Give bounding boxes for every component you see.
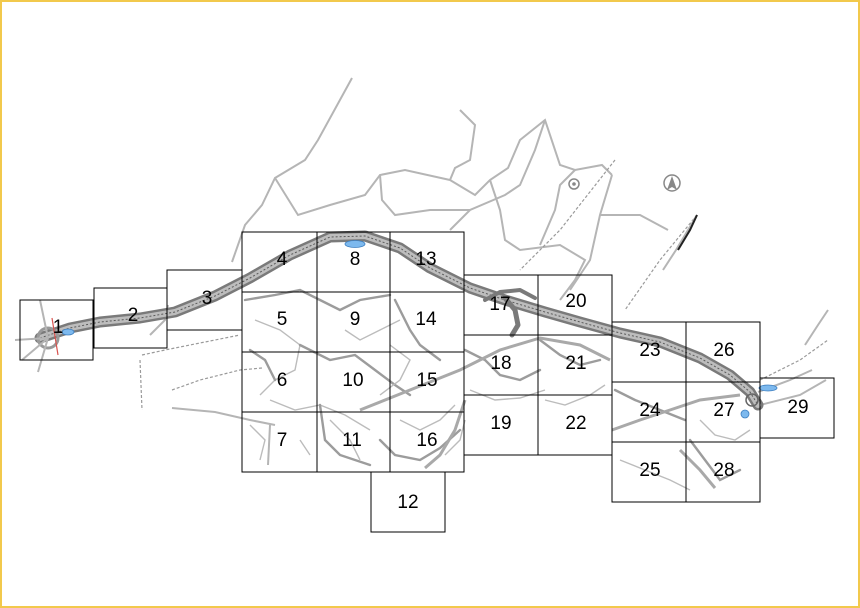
sheet-label: 8: [350, 249, 361, 270]
map-sheet-25[interactable]: 25: [611, 441, 687, 503]
sheet-label: 21: [565, 353, 586, 374]
sheet-label: 4: [277, 249, 288, 270]
roundabout: [745, 393, 759, 407]
sheet-label: 28: [713, 460, 734, 481]
sheet-boundary[interactable]: [685, 441, 761, 503]
map-sheet-15[interactable]: 15: [389, 351, 465, 413]
sheet-label: 11: [342, 430, 362, 451]
sheet-boundary[interactable]: [759, 377, 835, 439]
map-sheet-3[interactable]: 3: [166, 269, 243, 331]
map-sheet-19[interactable]: 19: [463, 394, 539, 456]
sheet-label: 7: [277, 430, 288, 451]
sheet-label: 19: [490, 413, 511, 434]
map-sheet-24[interactable]: 24: [611, 381, 687, 443]
sheet-label: 5: [277, 309, 288, 330]
circle-landmark-icon: [568, 178, 580, 190]
sheet-label: 2: [128, 305, 139, 326]
sheet-label: 6: [277, 370, 288, 391]
sheet-label: 26: [713, 340, 734, 361]
map-sheet-28[interactable]: 28: [685, 441, 761, 503]
sheet-boundary[interactable]: [19, 299, 94, 361]
lake: [740, 409, 750, 419]
map-sheet-12[interactable]: 12: [370, 471, 446, 533]
sheet-label: 24: [639, 400, 661, 421]
map-sheet-4[interactable]: 4: [241, 231, 318, 293]
sheet-label: 29: [787, 397, 808, 418]
sheet-label: 22: [565, 413, 586, 434]
sheet-label: 23: [639, 340, 660, 361]
sheet-label: 10: [342, 370, 363, 391]
sheet-label: 18: [490, 353, 511, 374]
map-sheet-18[interactable]: 18: [463, 334, 539, 396]
sheet-label: 25: [639, 460, 660, 481]
lake: [61, 328, 75, 336]
lake: [344, 240, 366, 248]
map-sheet-22[interactable]: 22: [537, 394, 613, 456]
sheet-label: 12: [397, 492, 418, 513]
sheet-label: 15: [416, 370, 437, 391]
sheet-label: 1: [53, 317, 64, 338]
sheet-label: 17: [489, 294, 510, 315]
street-fabric: [243, 288, 751, 491]
sheet-label: 14: [415, 309, 437, 330]
sheet-label: 20: [565, 291, 586, 312]
highway-corridor: [14, 214, 778, 419]
sheet-label: 9: [350, 309, 361, 330]
sheet-label: 13: [415, 249, 436, 270]
map-sheet-1[interactable]: 1: [19, 299, 94, 361]
map-sheet-9[interactable]: 9: [316, 291, 391, 353]
north-arrow-icon: [663, 174, 681, 192]
sheet-grid: 1234567891011121314151617181920212223242…: [19, 231, 835, 533]
sheet-label: 16: [416, 430, 437, 451]
lake: [758, 384, 778, 392]
map-sheet-14[interactable]: 14: [389, 291, 465, 353]
sheet-label: 27: [713, 400, 734, 421]
map-sheet-29[interactable]: 29: [759, 377, 835, 439]
map-sheet-6[interactable]: 6: [241, 351, 318, 413]
road-network: [139, 77, 829, 466]
map-sheet-5[interactable]: 5: [241, 291, 318, 353]
sheet-label: 3: [202, 288, 213, 309]
